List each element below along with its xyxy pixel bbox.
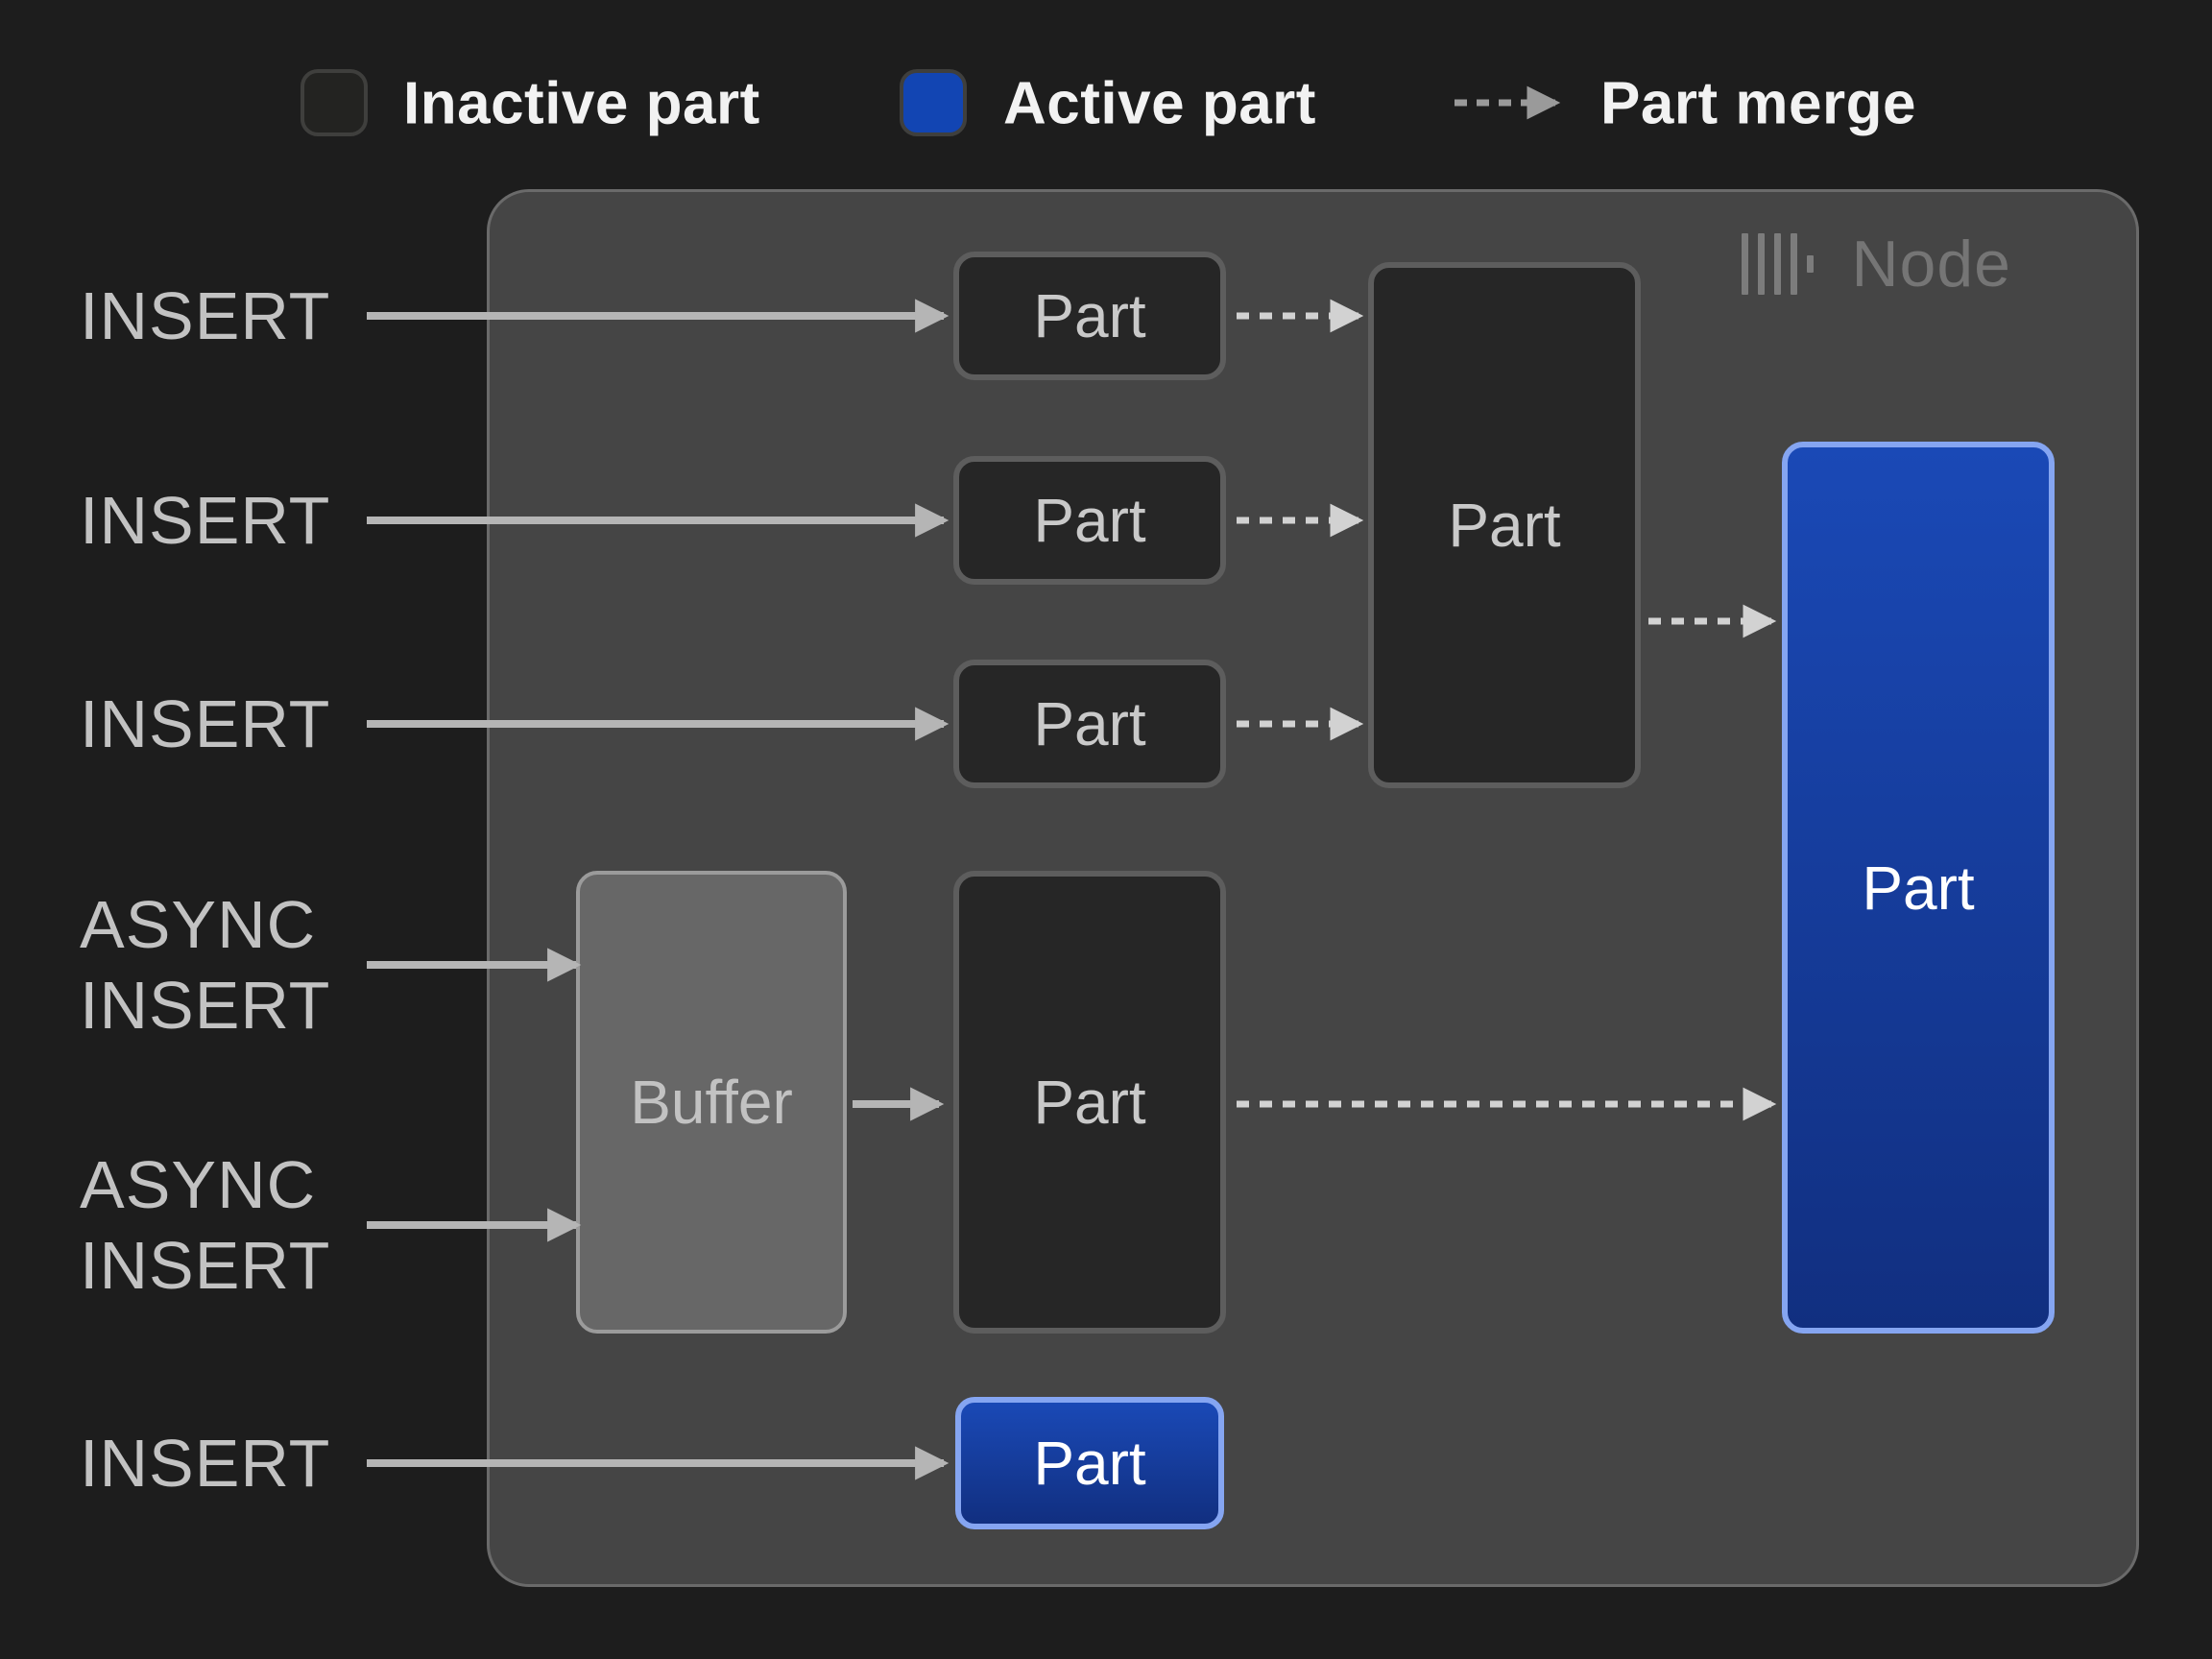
part-box-label: Part [1862,853,1975,923]
active-part-box-large: Part [1782,442,2055,1334]
legend-inactive-part-label: Inactive part [403,70,760,137]
buffer-box-label: Buffer [630,1068,793,1137]
part-box-label: Part [1033,1068,1146,1137]
async-insert-label-2: ASYNC INSERT [80,1147,331,1303]
part-box-label: Part [1033,486,1146,555]
node-header: Node [1742,227,2011,301]
buffered-part-box: Part [953,871,1226,1334]
insert-label-3: INSERT [80,686,331,761]
insert-label-4: INSERT [80,1426,331,1501]
legend-part-merge-label: Part merge [1600,70,1916,137]
legend-active-part-swatch [900,69,967,136]
part-box-label: Part [1033,1429,1146,1498]
part-box-label: Part [1033,689,1146,758]
node-title: Node [1851,228,2011,301]
active-part-box-small: Part [955,1397,1224,1529]
merged-part-box: Part [1368,262,1641,788]
insert-label-1: INSERT [80,278,331,353]
clickhouse-bars-icon [1742,233,1815,295]
part-box-label: Part [1448,491,1561,560]
legend-inactive-part-swatch [301,69,368,136]
async-insert-label-1: ASYNC INSERT [80,887,331,1043]
inactive-part-box-1: Part [953,252,1226,380]
legend-active-part-label: Active part [1003,70,1316,137]
buffer-box: Buffer [576,871,847,1334]
inactive-part-box-3: Part [953,660,1226,788]
part-box-label: Part [1033,281,1146,350]
insert-label-2: INSERT [80,483,331,558]
inactive-part-box-2: Part [953,456,1226,585]
